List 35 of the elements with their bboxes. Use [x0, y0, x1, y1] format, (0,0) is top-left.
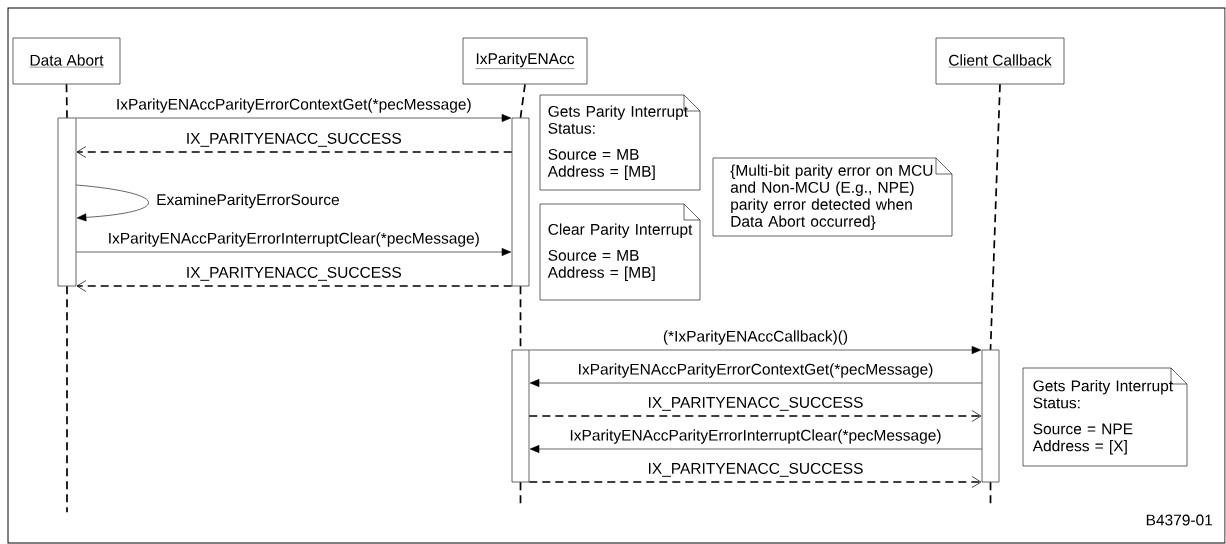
note: {Multi-bit parity error on MCU and Non-MCU (E.g., NPE) parity error detected when Data Abort occurred} — [712, 157, 953, 237]
return-arrow — [76, 280, 513, 292]
activation-bar — [511, 117, 530, 287]
note: Gets Parity Interrupt Status: Source = NPE Address = [X] — [1022, 367, 1188, 467]
self-message-arrow — [76, 184, 149, 222]
edge-label: IX_PARITYENACC_SUCCESS — [184, 265, 403, 282]
edge-label: (*IxParityENAccCallback)() — [661, 329, 850, 346]
lifeline-header: IxParityENAcc — [462, 37, 588, 85]
edge-label: IxParityENAccParityErrorContextGet(*pecMessage) — [576, 362, 935, 379]
lifeline — [519, 83, 526, 119]
message-arrow — [529, 379, 982, 387]
lifeline — [65, 83, 68, 119]
edge-label: ExamineParityErrorSource — [155, 192, 341, 210]
message-arrow — [529, 346, 982, 354]
edge-label: IX_PARITYENACC_SUCCESS — [646, 461, 865, 478]
activation-bar — [511, 349, 530, 483]
activation-bar — [981, 349, 1000, 483]
return-arrow — [76, 146, 513, 158]
lifeline — [989, 83, 1001, 351]
note: Clear Parity Interrupt Source = MB Address = [MB] — [539, 203, 701, 301]
edge-label: IxParityENAccParityErrorInterruptClear(*pecMessage) — [568, 428, 943, 445]
edge-label: IX_PARITYENACC_SUCCESS — [184, 131, 403, 148]
message-arrow — [529, 445, 982, 453]
edge-label: IX_PARITYENACC_SUCCESS — [646, 395, 865, 412]
message-arrow — [76, 114, 512, 122]
return-arrow — [528, 476, 982, 488]
message-arrow — [76, 248, 512, 256]
lifeline-header: Data Abort — [12, 37, 121, 85]
activation-bar — [57, 117, 77, 287]
return-arrow — [528, 410, 982, 422]
lifeline-header: Client Callback — [935, 37, 1065, 85]
figure-id: B4379-01 — [1146, 514, 1213, 526]
edge-label: IxParityENAccParityErrorInterruptClear(*pecMessage) — [106, 231, 481, 248]
edge-label: IxParityENAccParityErrorContextGet(*pecMessage) — [114, 97, 473, 114]
note: Gets Parity Interrupt Status: Source = MB Address = [MB] — [539, 94, 701, 191]
